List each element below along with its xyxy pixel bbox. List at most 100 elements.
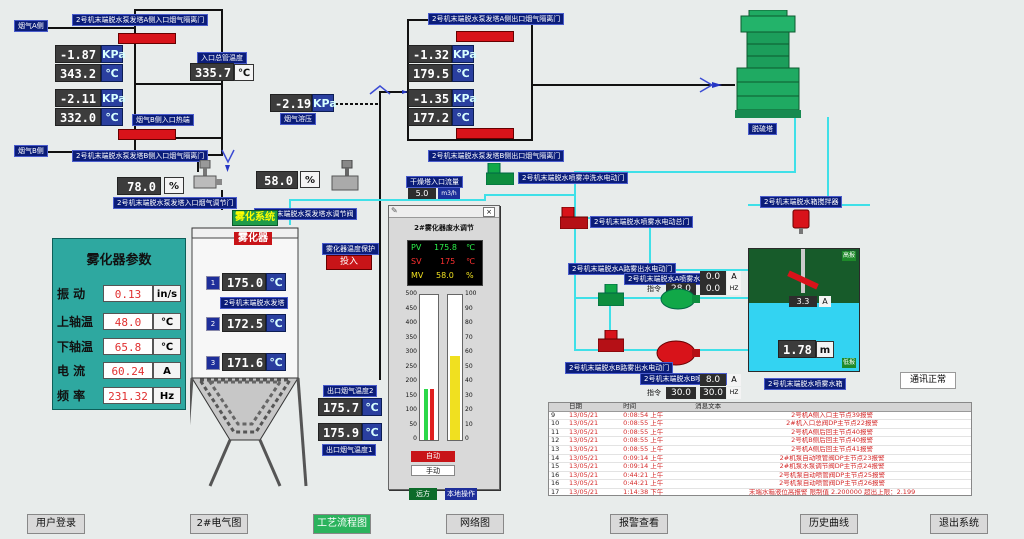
pv-sv-mv-display: PV 175.8 ℃ SV 175 ℃ MV 58.0 % [407,240,483,286]
table-cell: 13 [549,445,567,455]
flush-valve-label: 2号机末端脱水喷雾冲洗水电动门 [518,172,629,184]
pv-bar [424,389,428,440]
nav-button[interactable]: 报警查看 [610,514,668,534]
outlet-temp1-value: 175.9 [318,423,362,441]
nav-button[interactable]: 用户登录 [27,514,85,534]
pump-a-out-label: 2号机末端脱水A路雾出水电动门 [568,263,677,275]
local-button[interactable]: 本地操作 [445,488,477,500]
pump-b-current-value: 8.0 [700,374,726,386]
atomizer-system-label: 雾化系统 [232,210,278,226]
high-level-indicator: 高报 [842,251,856,261]
outlet-b-valve-label: 2号机末端脱水泵发塔B侧出口烟气隔离门 [428,150,565,162]
smoke-pressure-label: 烟气溶压 [280,113,316,125]
column-header[interactable] [549,403,567,412]
nav-button[interactable]: 退出系统 [930,514,988,534]
pv-value: 175.8 [434,243,457,252]
scale-tick-label: 70 [465,333,473,341]
table-cell: 末端水箱液位高报警 限制值 2.200000 超出上限：2.199 [693,488,971,495]
table-cell: 17 [549,488,567,495]
pump-a-icon[interactable] [660,288,700,310]
atomizer-label: 雾化器 [234,232,272,245]
scale-tick-label: 50 [409,420,417,428]
out-a-pressure-unit: KPa [452,45,477,63]
table-cell: 2#机入口总阀DP主节点22报警 [693,419,971,429]
manual-button[interactable]: 手动 [411,465,455,476]
param-name: 上轴温 [57,315,94,329]
param-name: 频 率 [57,389,86,403]
spray-water-motor-valve[interactable] [559,206,589,230]
mixer-motor-icon[interactable] [790,208,812,234]
out-a-pressure-value: -1.32 [408,45,452,63]
nav-button[interactable]: 工艺流程图 [313,514,371,534]
close-icon[interactable]: × [483,207,495,217]
a-side-outlet-valve[interactable] [456,31,514,42]
controller-title: 2#雾化器废水调节 [414,224,474,232]
table-cell: 13/05/21 [567,479,622,489]
table-cell: 2#机泵自动喷管阀DP主节点23报警 [693,454,971,464]
out-a-temp-unit: ℃ [452,64,474,82]
column-header[interactable]: 时间 [621,403,694,412]
sv-unit: ℃ [466,257,475,266]
pump-b-valve-icon[interactable] [597,329,625,353]
table-cell: 0:09:14 上午 [621,454,694,464]
temp-protect-label: 雾化器温度保护 [322,243,379,255]
inlet-adjust-valve-icon[interactable] [192,159,222,192]
scale-tick-label: 80 [465,319,473,326]
smoke-pressure-value: -2.19 [270,94,312,112]
table-cell: 2号机泵自动喷管阀DP主节点25报警 [693,471,971,481]
a-temp-unit: ℃ [101,64,123,82]
scale-tick-label: 300 [405,348,417,355]
b-inlet-flow-label: 烟气B侧入口热端 [132,114,194,126]
column-header[interactable]: 消息文本 [693,403,971,412]
scale-tick-label: 50 [465,362,473,370]
param-unit: in/s [153,285,181,302]
pump-b-icon[interactable] [656,340,700,366]
pump-b-cmd-label: 指令 [647,389,661,397]
nav-button[interactable]: 2#电气图 [190,514,248,534]
remote-button[interactable]: 远方 [409,488,437,500]
popup-menu-icon[interactable]: ✎ [391,206,398,215]
dry-flow-unit: m3/h [438,188,460,199]
column-header[interactable]: 日期 [567,403,622,412]
scale-tick-label: 60 [465,348,473,355]
pump-a-current-unit: A [727,271,741,283]
atomizer-temp-label: 2号机末端脱水发塔 [220,297,289,309]
scale-tick-label: 450 [405,304,417,312]
table-cell: 14 [549,454,567,464]
pump-b-cmd-value: 30.0 [666,387,696,399]
table-cell: 13/05/21 [567,411,622,421]
b-side-inlet-valve[interactable] [118,129,176,140]
water-valve-icon[interactable] [330,159,360,194]
b-side-outlet-valve[interactable] [456,128,514,139]
flush-water-motor-valve[interactable] [485,162,515,186]
sv-label: SV [411,257,422,266]
scale-tick-label: 90 [465,304,473,312]
table-cell: 0:09:14 上午 [621,462,694,472]
scale-tick-label: 100 [405,406,417,413]
a-side-inlet-valve[interactable] [118,33,176,44]
popup-titlebar: ✎ × [389,206,499,218]
protect-enable-button[interactable]: 投入 [326,255,372,270]
pump-a-cmd-label: 指令 [647,285,661,293]
nav-button[interactable]: 网络图 [446,514,504,534]
out-b-temp-value: 177.2 [408,108,452,126]
table-cell: 11 [549,428,567,438]
dry-flow-label: 干燥塔入口流量 [406,176,463,188]
scale-tick-label: 20 [465,406,473,413]
pump-a-valve-icon[interactable] [597,283,625,307]
scale-tick-label: 0 [465,435,469,442]
auto-button[interactable]: 自动 [411,451,455,462]
nav-button[interactable]: 历史曲线 [800,514,858,534]
